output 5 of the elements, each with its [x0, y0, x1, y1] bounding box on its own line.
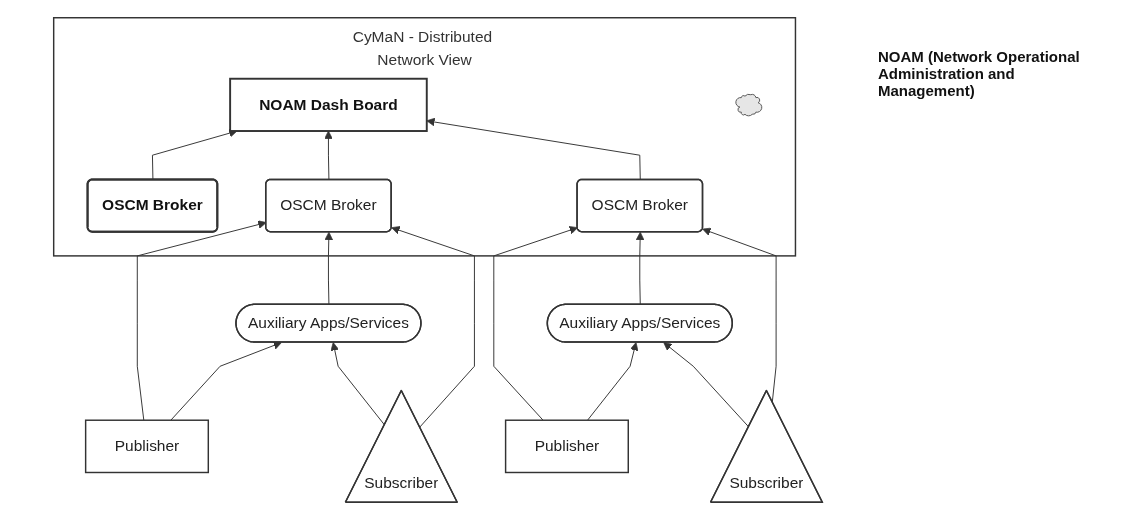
- node-box: NOAM Dash Board: [229, 77, 428, 132]
- node-cloud: [735, 93, 763, 117]
- node-box: Publisher: [84, 419, 210, 474]
- note-text: NOAM (Network Operational Administration and Management): [878, 48, 1081, 99]
- node-box: Publisher: [504, 419, 629, 474]
